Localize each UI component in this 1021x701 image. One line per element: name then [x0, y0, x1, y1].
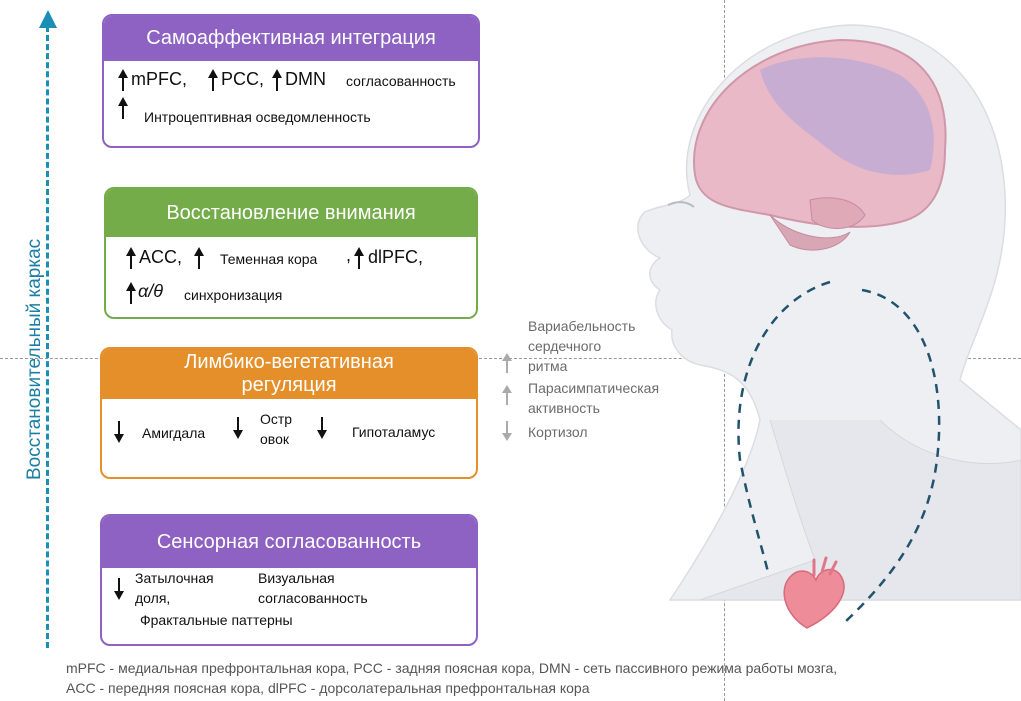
alpha-theta-label: α/θ — [138, 281, 164, 301]
visual-label-line2: согласованность — [258, 590, 368, 606]
cerebellum-shape — [809, 197, 866, 229]
axis-line — [46, 26, 49, 648]
cortex-highlight — [760, 57, 934, 175]
down-arrow-icon — [114, 578, 124, 600]
up-arrow-icon — [272, 69, 282, 91]
up-arrow-icon — [208, 69, 218, 91]
comma-label: , — [346, 245, 352, 265]
parietal-label: Теменная кора — [220, 251, 318, 267]
amygdala-label: Амигдала — [142, 425, 206, 441]
up-arrow-icon — [194, 247, 204, 269]
footnote-line2: ACC - передняя поясная кора, dlPFC - дор… — [66, 680, 590, 696]
up-arrow-icon — [118, 97, 128, 119]
card-sensory-coherence: Сенсорная согласованность Затылочная дол… — [100, 514, 478, 646]
axis-label: Восстановительный каркас — [24, 238, 45, 480]
occipital-label-line2: доля, — [135, 590, 171, 606]
down-arrow-icon — [502, 421, 512, 441]
down-arrow-icon — [114, 421, 124, 443]
card-header: Самоаффективная интеграция — [104, 16, 478, 61]
up-arrow-icon — [126, 247, 136, 269]
card-limbic-regulation: Лимбико-вегетативная регуляция Амигдала … — [100, 347, 478, 479]
vagus-path-left — [737, 280, 831, 573]
fractal-label: Фрактальные паттерны — [140, 612, 293, 628]
brainstem-shape — [769, 214, 851, 251]
eye-line — [667, 201, 695, 208]
acc-label: ACC, — [139, 247, 183, 267]
hrv-label-line3: ритма — [528, 358, 568, 374]
card-body: Затылочная доля, Визуальная согласованно… — [102, 568, 476, 642]
card-attention-restoration: Восстановление внимания ACC, Теменная ко… — [104, 187, 478, 319]
parasympathetic-label-line2: активность — [528, 400, 600, 416]
neck-shape — [699, 419, 1021, 601]
occipital-label-line1: Затылочная — [135, 570, 214, 586]
up-arrow-icon — [354, 247, 364, 269]
down-arrow-icon — [233, 417, 243, 439]
down-arrow-icon — [317, 417, 327, 439]
hypothalamus-label: Гипоталамус — [352, 424, 436, 440]
insula-label-line1: Остр — [260, 411, 293, 427]
insula-label-line2: овок — [260, 431, 289, 447]
heart-icon — [783, 568, 845, 629]
dlpfc-label: dlPFC, — [368, 247, 424, 267]
card-title-line1: Лимбико-вегетативная — [184, 351, 394, 373]
card-title: Сенсорная согласованность — [156, 531, 422, 553]
sync-label: синхронизация — [184, 287, 283, 303]
visual-label-line1: Визуальная — [258, 570, 335, 586]
coherence-label: согласованность — [346, 73, 456, 89]
card-body: ACC, Теменная кора , dlPFC, α/θ синхрони… — [106, 237, 476, 315]
card-header: Сенсорная согласованность — [102, 516, 476, 568]
up-arrow-icon — [126, 282, 136, 304]
interoceptive-label: Интроцептивная осведомленность — [144, 109, 371, 125]
hrv-label-line2: сердечного — [528, 338, 602, 354]
heart-vessels — [812, 556, 838, 577]
card-title: Восстановление внимания — [166, 202, 416, 224]
up-arrow-icon — [502, 353, 512, 373]
footnote: mPFC - медиальная префронтальная кора, P… — [66, 658, 837, 698]
head-brain-illustration — [637, 24, 1021, 629]
vagus-path-right — [844, 288, 941, 623]
card-header: Лимбико-вегетативная регуляция — [102, 349, 476, 399]
up-arrow-icon — [118, 69, 128, 91]
parasympathetic-label-line1: Парасимпатическая — [528, 380, 660, 396]
pcc-label: PCC, — [221, 69, 265, 89]
card-body: mPFC, PCC, DMN согласованность Интроцепт… — [104, 61, 478, 144]
cortisol-label: Кортизол — [528, 424, 588, 440]
dmn-label: DMN — [285, 69, 326, 89]
card-body: Амигдала Остр овок Гипоталамус — [102, 399, 476, 475]
footnote-line1: mPFC - медиальная префронтальная кора, P… — [66, 660, 838, 676]
card-self-integration: Самоаффективная интеграция mPFC, PCC, DM… — [102, 14, 480, 148]
card-header: Восстановление внимания — [106, 189, 476, 237]
card-title-line2: регуляция — [241, 374, 337, 396]
axis-arrow-icon — [39, 10, 57, 28]
card-title: Самоаффективная интеграция — [146, 27, 436, 49]
hrv-label-line1: Вариабельность — [528, 318, 636, 334]
mpfc-label: mPFC, — [131, 69, 187, 89]
up-arrow-icon — [502, 385, 512, 405]
horizontal-guide-line — [0, 358, 1021, 359]
